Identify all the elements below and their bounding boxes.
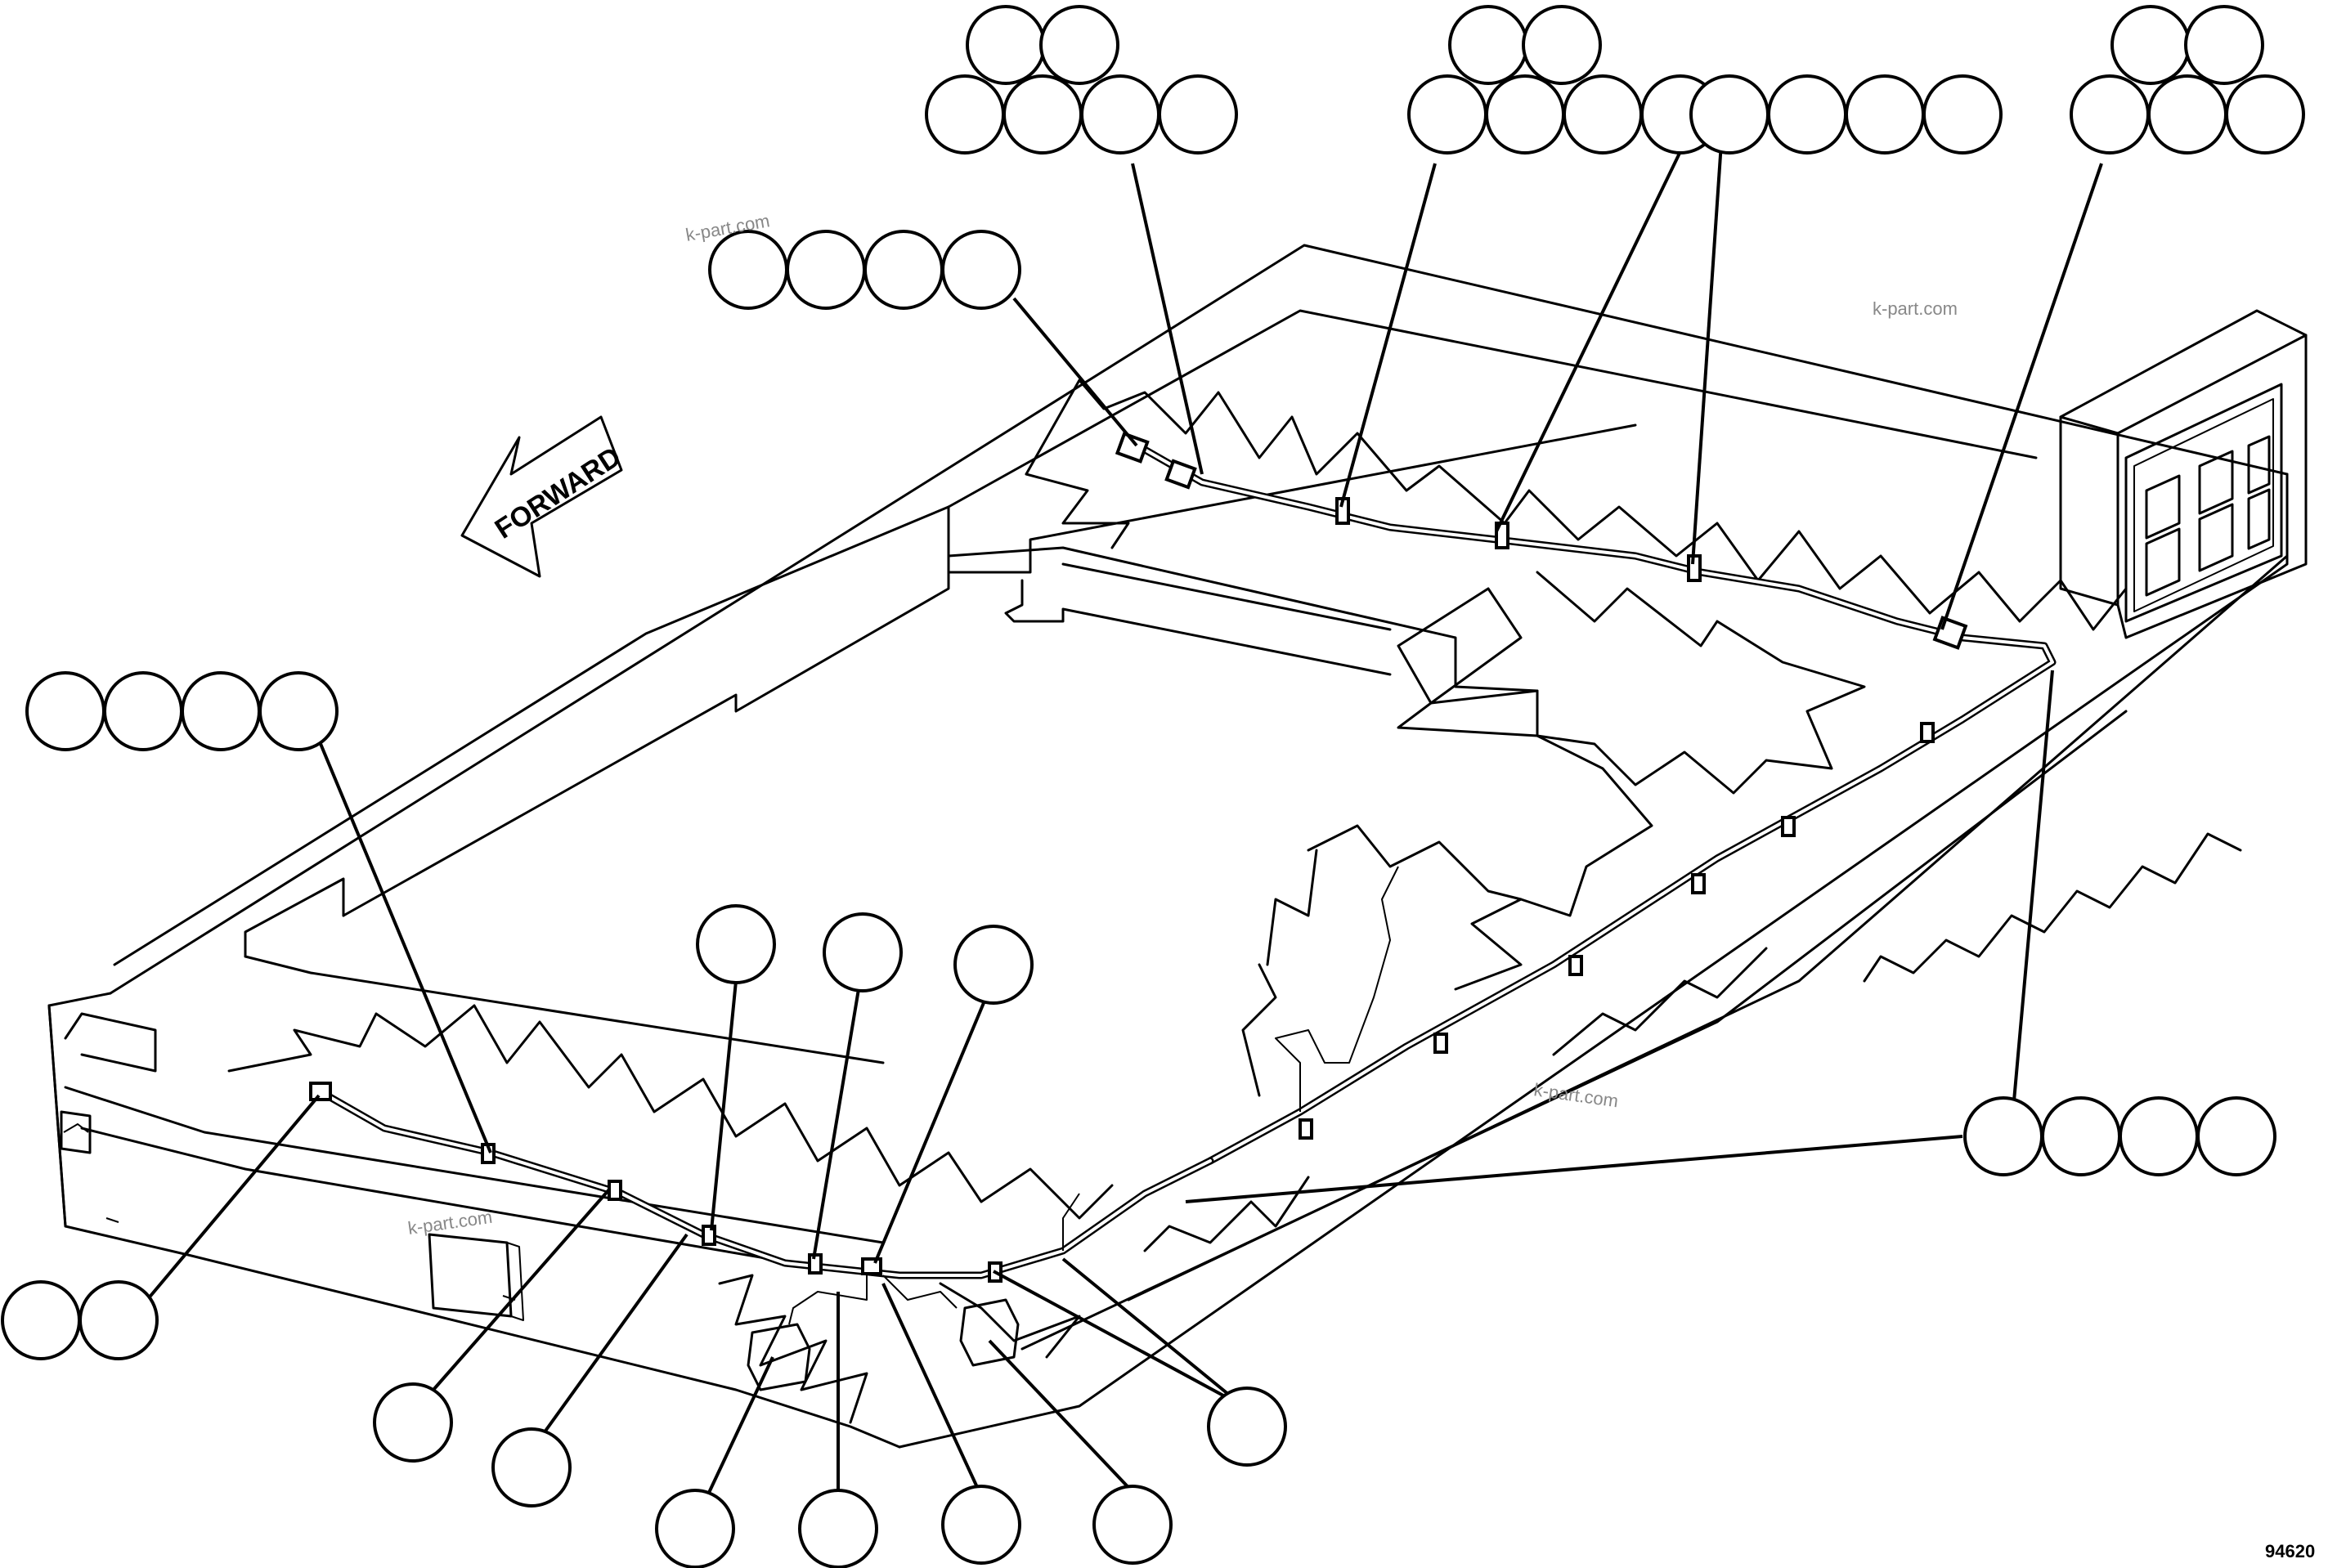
callout-circle	[2070, 74, 2150, 155]
callout-group-right-harness	[1963, 1096, 2276, 1176]
callout-circle	[708, 230, 788, 310]
callout-circle	[2147, 74, 2227, 155]
callout-single	[373, 904, 1287, 1568]
callout-circle	[1092, 1485, 1173, 1565]
leader-lines	[146, 142, 2103, 1498]
callout-circle	[2110, 5, 2191, 85]
callout-circle	[1522, 5, 1602, 85]
callout-group-connector-left	[708, 230, 1021, 310]
callout-circle	[823, 912, 903, 992]
callout-circle	[1158, 74, 1238, 155]
callout-group-top-left	[925, 5, 1238, 155]
callout-circle	[1767, 74, 1847, 155]
callout-group-top-center	[1407, 5, 1720, 155]
callout-circle	[1689, 74, 1770, 155]
callout-circle	[696, 904, 776, 984]
forward-label: FORWARD	[490, 441, 626, 545]
instrument-panel	[2059, 309, 2308, 639]
callout-circle	[25, 671, 105, 751]
callout-circle	[1845, 74, 1925, 155]
callout-circle	[2196, 1096, 2276, 1176]
callout-circle	[2119, 1096, 2199, 1176]
harness-connectors	[309, 432, 1968, 1275]
callout-circle	[1407, 74, 1487, 155]
callout-circle	[2041, 1096, 2121, 1176]
hull-structure	[47, 244, 2289, 1449]
callout-group-top-right	[2070, 5, 2305, 155]
callout-circle	[1039, 5, 1119, 85]
callout-circle	[103, 671, 183, 751]
courtesy-lights	[747, 1298, 1020, 1391]
callout-group-left-harness	[25, 671, 339, 751]
digital-display	[2145, 435, 2271, 597]
callout-circle	[655, 1489, 735, 1568]
watermark: k-part.com	[1873, 298, 1958, 319]
callout-circle	[925, 74, 1005, 155]
callout-circle	[941, 230, 1021, 310]
callout-circle	[491, 1427, 572, 1508]
callout-circle	[1963, 1096, 2043, 1176]
callout-circle	[786, 230, 866, 310]
callout-circle	[1003, 74, 1083, 155]
callout-circle	[78, 1280, 159, 1360]
callout-circle	[863, 230, 944, 310]
callout-group-bottom-left-pair	[1, 1280, 159, 1360]
harness-clips	[481, 497, 1935, 1283]
callout-circle	[181, 671, 261, 751]
callout-circle	[2184, 5, 2264, 85]
callout-circle	[373, 1382, 453, 1463]
callout-circle	[1, 1280, 81, 1360]
watermark: k-part.com	[406, 1207, 493, 1239]
callout-circle	[941, 1485, 1021, 1565]
forward-arrow: FORWARD	[460, 415, 626, 578]
callout-circle	[798, 1489, 878, 1568]
figure-number: 94620	[2265, 1541, 2315, 1561]
callout-circle	[2225, 74, 2305, 155]
wiring-harness	[309, 432, 2057, 1391]
callout-circle	[1485, 74, 1565, 155]
callout-group-top-4	[1689, 74, 2003, 155]
callout-circle	[1922, 74, 2003, 155]
callout-circle	[1080, 74, 1160, 155]
callout-circle	[1448, 5, 1528, 85]
callout-circle	[966, 5, 1046, 85]
callout-circle	[953, 925, 1034, 1005]
watermark: k-part.com	[1532, 1079, 1619, 1111]
cutaway-outlines	[227, 379, 2242, 1424]
callout-circle	[1563, 74, 1643, 155]
callout-circle	[258, 671, 339, 751]
callout-circle	[1207, 1387, 1287, 1467]
